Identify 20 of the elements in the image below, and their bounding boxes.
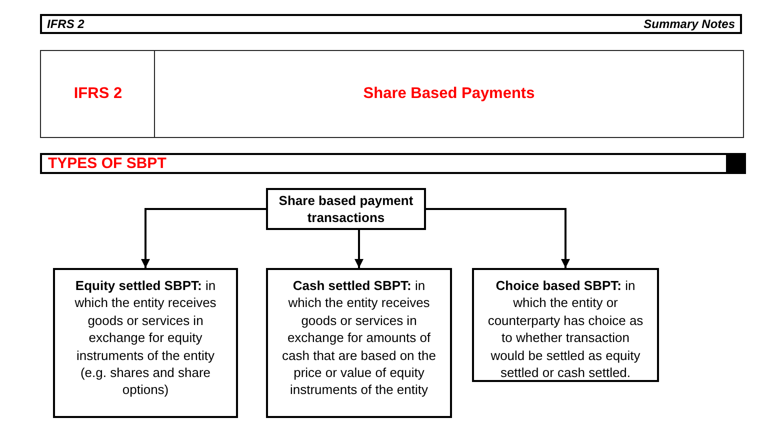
title-cell: [154, 50, 744, 138]
header-code: IFRS 2: [47, 17, 84, 31]
process-box: [53, 268, 238, 418]
arrow: [354, 230, 364, 268]
description-text: Choice based SBPT: in which the entity or counterparty has choice as to whether transaction would be settled as equity settled or cash settled.: [486, 277, 644, 382]
code-cell: [40, 50, 156, 138]
arrow: [426, 208, 570, 268]
process-box: [472, 268, 659, 382]
section-bar: [40, 153, 746, 174]
process-box: [266, 268, 452, 418]
header-label: Summary Notes: [644, 17, 735, 31]
process-box: [266, 188, 426, 230]
description-text: Cash settled SBPT: in which the entity receives goods or services in exchange for amounts of cash that are based on the price or value of equity instruments of the entity: [281, 277, 437, 399]
header-bar: [40, 14, 742, 34]
description-text: Equity settled SBPT: in which the entity receives goods or services in exchange for equity instruments of the entity (e.g. shares and share options): [74, 277, 218, 399]
page-title: Share Based Payments: [363, 85, 535, 103]
box-text: Share based payment transactions: [278, 192, 414, 226]
section-heading: TYPES OF SBPT: [48, 155, 166, 172]
standard-code: IFRS 2: [74, 85, 122, 103]
arrow: [141, 208, 266, 268]
